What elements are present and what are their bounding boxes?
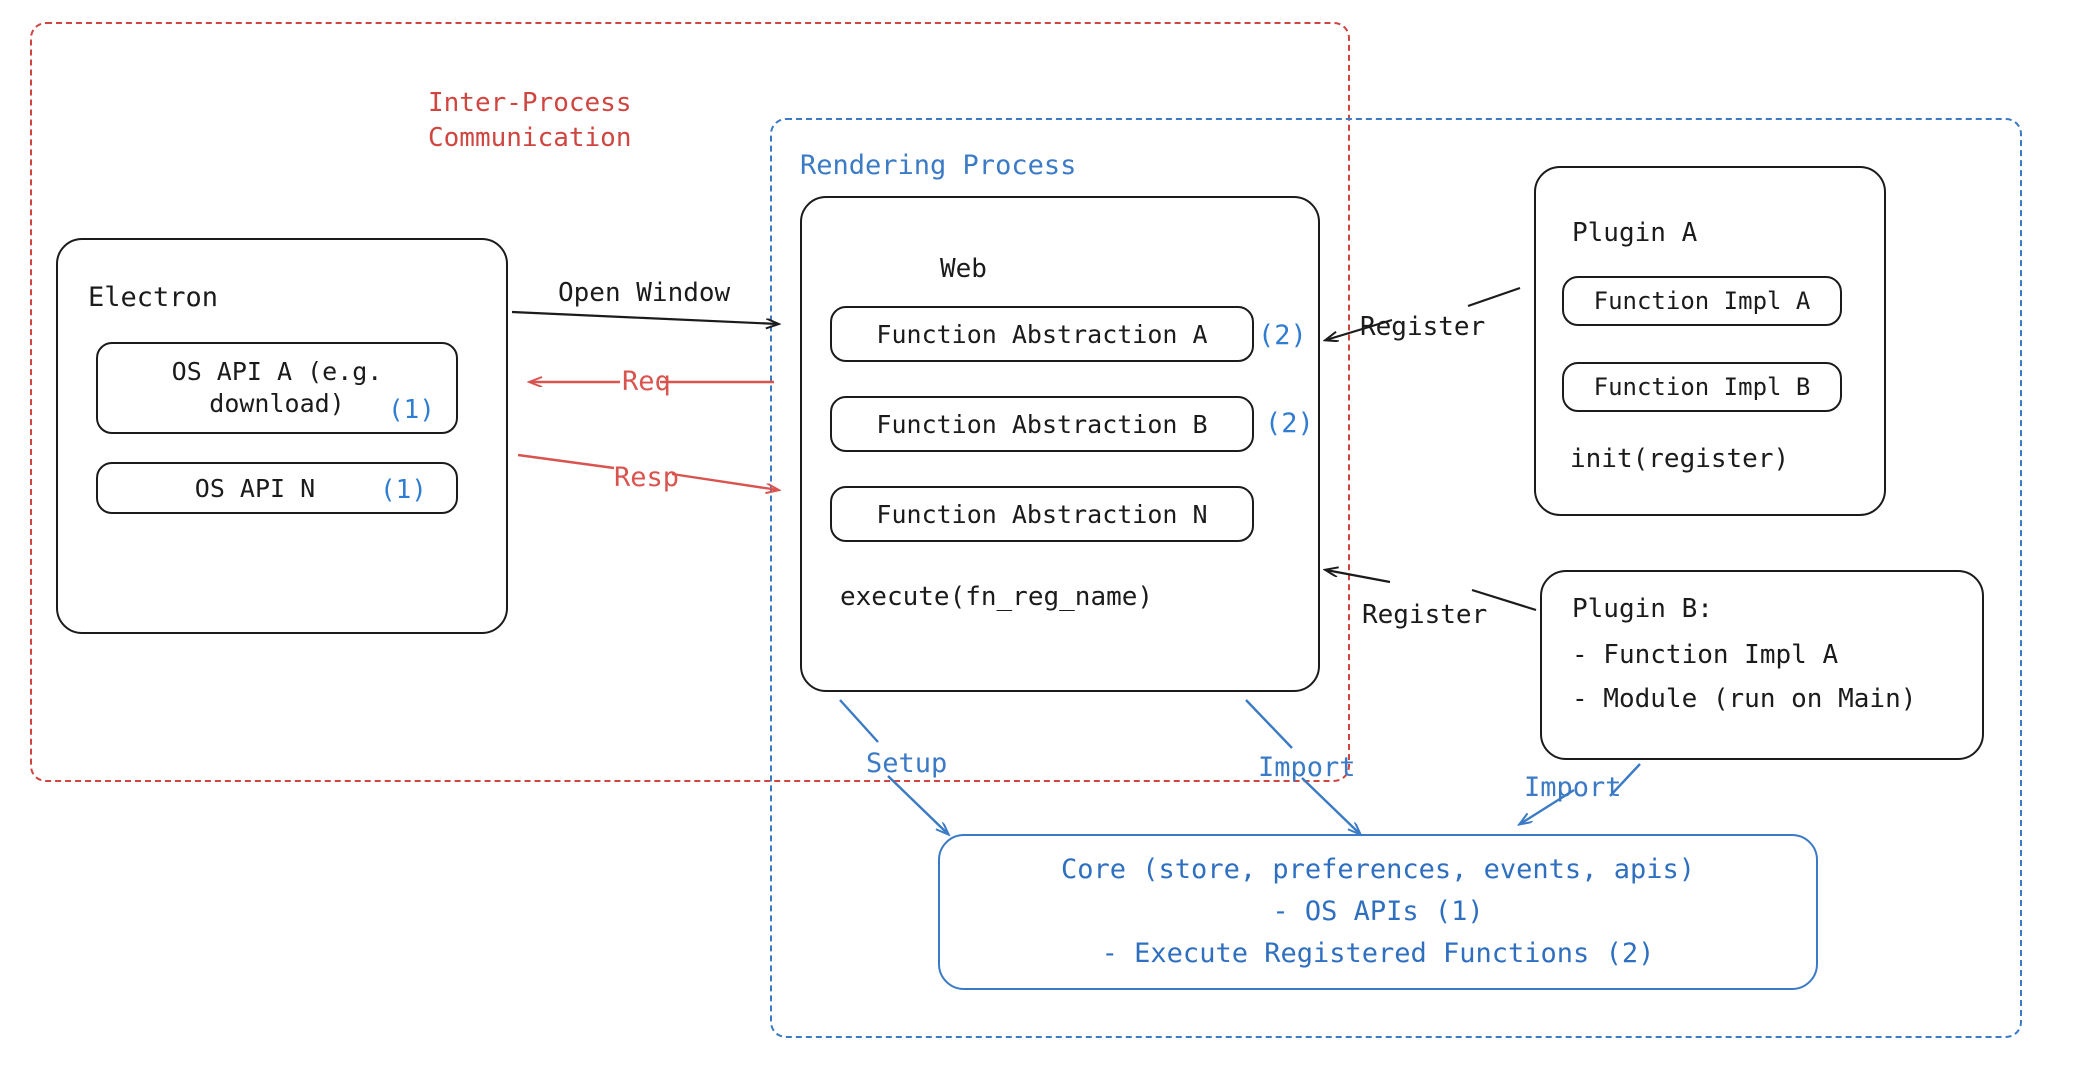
edge-label-register-plugin-a: Register [1360,312,1486,342]
os-api-a-line2: download) [209,389,345,418]
function-abstraction-b-label: Function Abstraction B [876,409,1208,439]
region-inter-process-communication [30,22,1350,782]
os-api-a-line1: OS API A (e.g. [171,356,383,386]
plugin-a-box [1534,166,1886,516]
electron-box [56,238,508,634]
plugin-b-title: Plugin B: [1572,594,1713,624]
edge-label-req: Req [622,366,671,397]
edge-label-import-plugin-b: Import [1524,772,1622,803]
region-rendering-process [770,118,2022,1038]
os-api-n-marker: (1) [380,475,427,505]
plugin-a-function-impl-a-label: Function Impl A [1593,287,1811,315]
plugin-a-init-label: init(register) [1570,444,1790,474]
region-title-rendering-process: Rendering Process [800,150,1077,181]
core-line-3: - Execute Registered Functions (2) [1101,937,1655,969]
plugin-a-function-impl-a-box[interactable]: Function Impl A [1562,276,1842,326]
plugin-a-function-impl-b-label: Function Impl B [1593,373,1811,401]
edge-label-setup: Setup [866,748,948,779]
function-abstraction-b-box[interactable]: Function Abstraction B [830,396,1254,452]
edge-label-resp: Resp [614,462,680,493]
plugin-b-item-module: - Module (run on Main) [1572,684,1917,714]
plugin-a-function-impl-b-box[interactable]: Function Impl B [1562,362,1842,412]
os-api-n-label: OS API N [194,473,316,503]
function-abstraction-b-marker: (2) [1265,408,1314,439]
os-api-a-box[interactable]: OS API A (e.g. download) [96,342,458,434]
plugin-a-title: Plugin A [1572,218,1698,248]
ipc-title-line1: Inter-Process [428,88,632,118]
os-api-a-marker: (1) [388,395,435,425]
edge-label-import-web: Import [1258,752,1356,783]
function-abstraction-n-box[interactable]: Function Abstraction N [830,486,1254,542]
electron-title: Electron [88,282,219,313]
plugin-b-item-function-impl-a: - Function Impl A [1572,640,1839,670]
function-abstraction-a-box[interactable]: Function Abstraction A [830,306,1254,362]
os-api-n-box[interactable]: OS API N [96,462,458,514]
function-abstraction-a-marker: (2) [1258,320,1307,351]
web-title: Web [940,254,987,284]
function-abstraction-a-label: Function Abstraction A [876,319,1208,349]
core-box: Core (store, preferences, events, apis) … [938,834,1818,990]
web-execute-label: execute(fn_reg_name) [840,582,1154,612]
edge-label-open-window: Open Window [558,278,731,308]
core-line-2: - OS APIs (1) [1272,896,1484,928]
core-line-1: Core (store, preferences, events, apis) [1061,854,1695,886]
plugin-b-box [1540,570,1984,760]
function-abstraction-n-label: Function Abstraction N [876,499,1208,529]
ipc-title-line2: Communication [428,123,632,154]
edge-label-register-plugin-b: Register [1362,600,1488,630]
